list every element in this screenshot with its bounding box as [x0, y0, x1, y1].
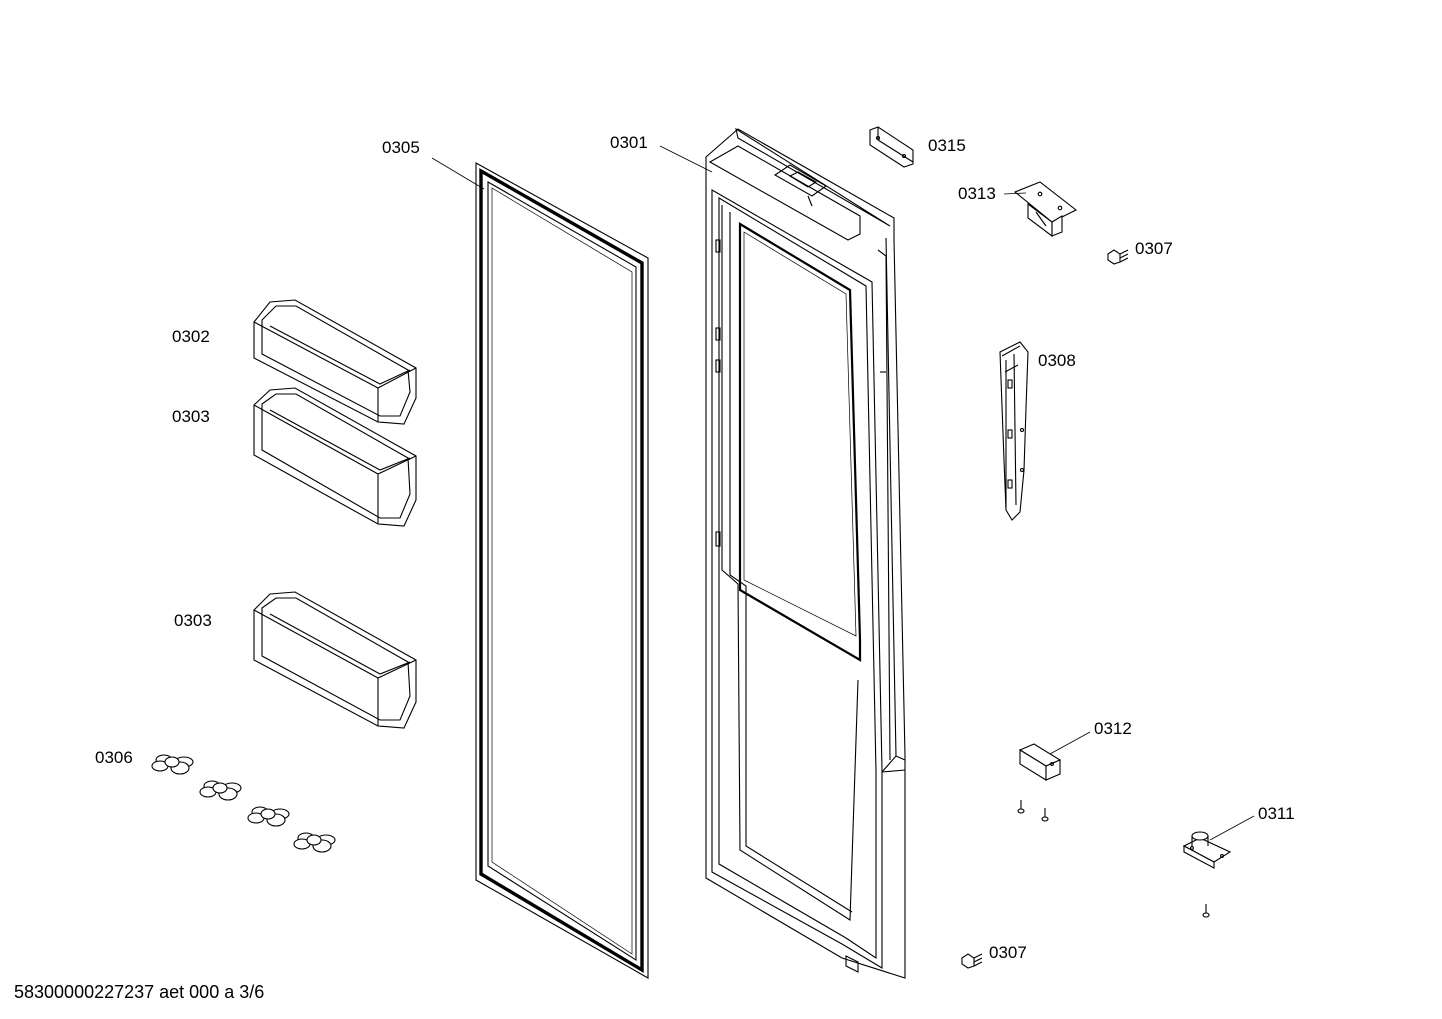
label-0302: 0302: [172, 327, 210, 346]
door-shelf-middle-part: [253, 387, 417, 527]
door-shelf-bottom-part: [253, 591, 417, 729]
leader-lines: [431, 145, 1255, 841]
small-screw-2-part: [1041, 808, 1049, 822]
door-shelf-top-part: [253, 299, 417, 425]
label-0306: 0306: [95, 748, 133, 767]
label-0303-upper: 0303: [172, 407, 210, 426]
label-0313: 0313: [958, 184, 996, 203]
small-screw-3-part: [1202, 904, 1210, 918]
hinge-plate-part: [869, 126, 914, 168]
clip-cluster-2-part: [199, 780, 242, 801]
door-gasket-part: [475, 162, 649, 979]
hinge-bracket-part: [1013, 181, 1078, 238]
label-0301: 0301: [610, 133, 648, 152]
screw-bottom-part: [961, 953, 983, 969]
part-labels: 0305 0301 0315 0313 0307 0302 0308 0303 …: [95, 133, 1295, 962]
clip-cluster-3-part: [247, 806, 290, 827]
label-0307-bottom: 0307: [989, 943, 1027, 962]
door-inner-panel-part: [705, 127, 906, 979]
small-screw-1-part: [1017, 800, 1025, 814]
label-0312: 0312: [1094, 719, 1132, 738]
label-0305: 0305: [382, 138, 420, 157]
screw-top-part: [1107, 249, 1129, 265]
label-0303-lower: 0303: [174, 611, 212, 630]
document-footer-code: 58300000227237 aet 000 a 3/6: [14, 982, 264, 1002]
hinge-pin-part: [1182, 831, 1232, 869]
label-0315: 0315: [928, 136, 966, 155]
label-0311: 0311: [1258, 804, 1295, 823]
clip-cluster-4-part: [293, 832, 336, 853]
label-0307-top: 0307: [1135, 239, 1173, 258]
lower-bracket-part: [1018, 743, 1062, 781]
label-0308: 0308: [1038, 351, 1076, 370]
vertical-profile-part: [999, 341, 1029, 521]
clip-cluster-1-part: [151, 754, 194, 775]
